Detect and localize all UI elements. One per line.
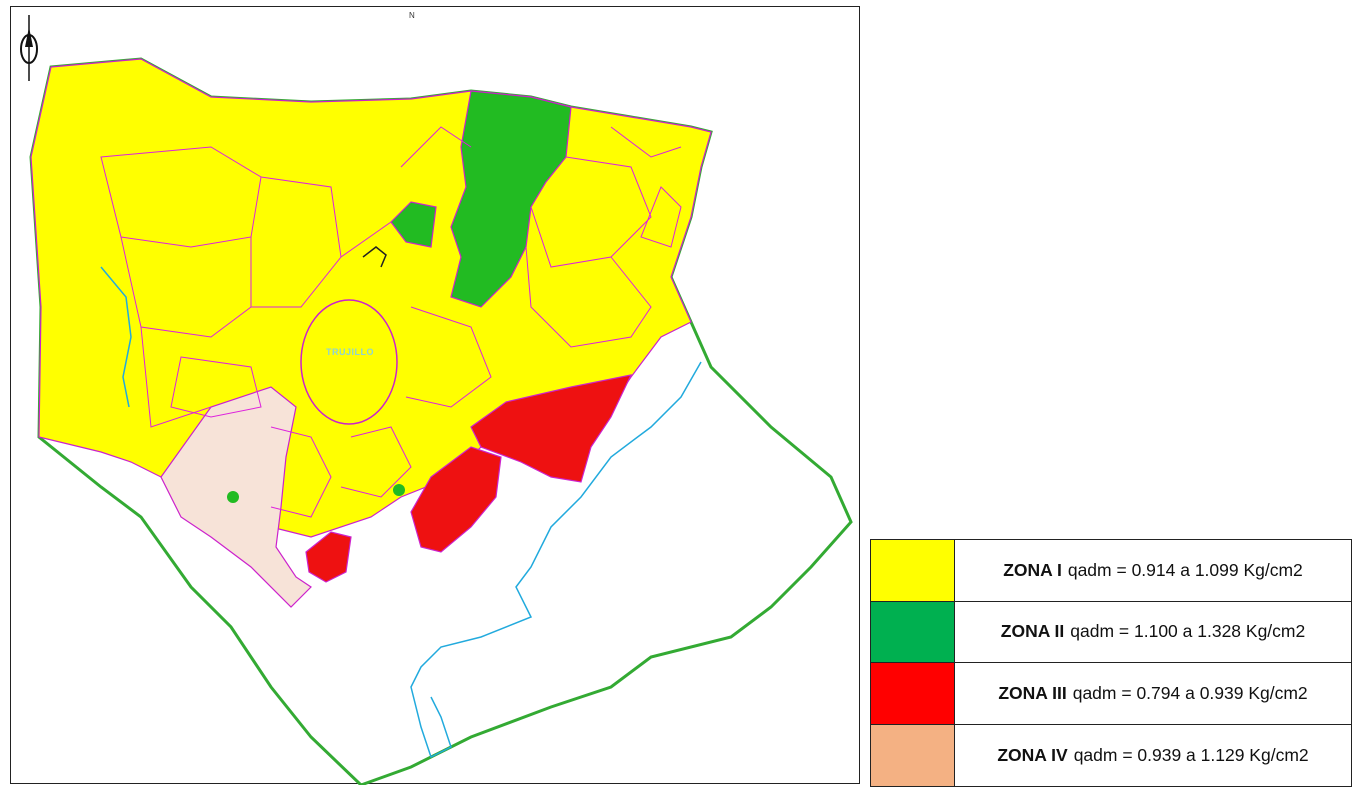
zona-ii-area-north[interactable] xyxy=(450,90,572,308)
zona-ii-area-west[interactable] xyxy=(390,201,437,248)
legend-zone-name: ZONA III xyxy=(998,682,1067,703)
zona-ii-spot-a[interactable] xyxy=(227,491,239,503)
zoning-map[interactable] xyxy=(11,7,861,785)
legend-text-zona-iv: ZONA IV qadm = 0.939 a 1.129 Kg/cm2 xyxy=(955,725,1351,787)
river-west xyxy=(100,266,132,408)
legend-zone-range: qadm = 1.100 a 1.328 Kg/cm2 xyxy=(1070,621,1306,642)
zona-iii-area-south[interactable] xyxy=(410,446,502,553)
parcel-lines xyxy=(100,126,682,518)
legend-text-zona-i: ZONA I qadm = 0.914 a 1.099 Kg/cm2 xyxy=(955,540,1351,601)
legend-row-zona-iv: ZONA IV qadm = 0.939 a 1.129 Kg/cm2 xyxy=(871,724,1351,787)
zona-ii-spot-b[interactable] xyxy=(393,484,405,496)
zone-legend: ZONA I qadm = 0.914 a 1.099 Kg/cm2 ZONA … xyxy=(870,539,1352,787)
river-east xyxy=(410,361,702,759)
legend-zone-name: ZONA II xyxy=(1000,621,1065,642)
legend-swatch-zona-ii xyxy=(871,601,955,662)
legend-swatch-zona-iv xyxy=(871,724,955,786)
historic-center[interactable] xyxy=(300,299,398,425)
zona-iii-area-east[interactable] xyxy=(470,374,633,483)
legend-zone-range: qadm = 0.914 a 1.099 Kg/cm2 xyxy=(1067,559,1303,580)
north-symbol: N xyxy=(409,11,415,20)
city-label: TRUJILLO xyxy=(326,347,374,357)
legend-text-zona-iii: ZONA III qadm = 0.794 a 0.939 Kg/cm2 xyxy=(955,663,1351,724)
zona-iii-area-southwest[interactable] xyxy=(305,531,352,583)
legend-row-zona-iii: ZONA III qadm = 0.794 a 0.939 Kg/cm2 xyxy=(871,663,1351,725)
legend-zone-range: qadm = 0.794 a 0.939 Kg/cm2 xyxy=(1072,682,1308,703)
legend-zone-name: ZONA IV xyxy=(997,744,1068,765)
legend-swatch-zona-i xyxy=(871,540,955,601)
legend-zone-name: ZONA I xyxy=(1003,559,1062,580)
map-frame: N TRUJILLO xyxy=(10,6,861,785)
legend-row-zona-i: ZONA I qadm = 0.914 a 1.099 Kg/cm2 xyxy=(871,540,1351,602)
legend-zone-range: qadm = 0.939 a 1.129 Kg/cm2 xyxy=(1073,744,1309,765)
north-arrow-icon xyxy=(20,15,38,81)
railway-line xyxy=(362,246,387,268)
legend-row-zona-ii: ZONA II qadm = 1.100 a 1.328 Kg/cm2 xyxy=(871,601,1351,663)
legend-swatch-zona-iii xyxy=(871,663,955,724)
legend-text-zona-ii: ZONA II qadm = 1.100 a 1.328 Kg/cm2 xyxy=(955,602,1351,663)
